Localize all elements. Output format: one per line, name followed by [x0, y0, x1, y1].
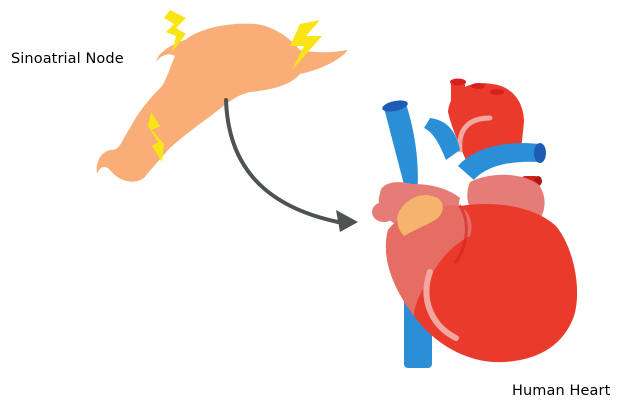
human-heart-label: Human Heart: [512, 383, 610, 399]
curved-arrow-icon: [226, 100, 358, 232]
anatomical-heart-icon: [372, 79, 577, 369]
sinoatrial-node-label: Sinoatrial Node: [11, 51, 124, 67]
